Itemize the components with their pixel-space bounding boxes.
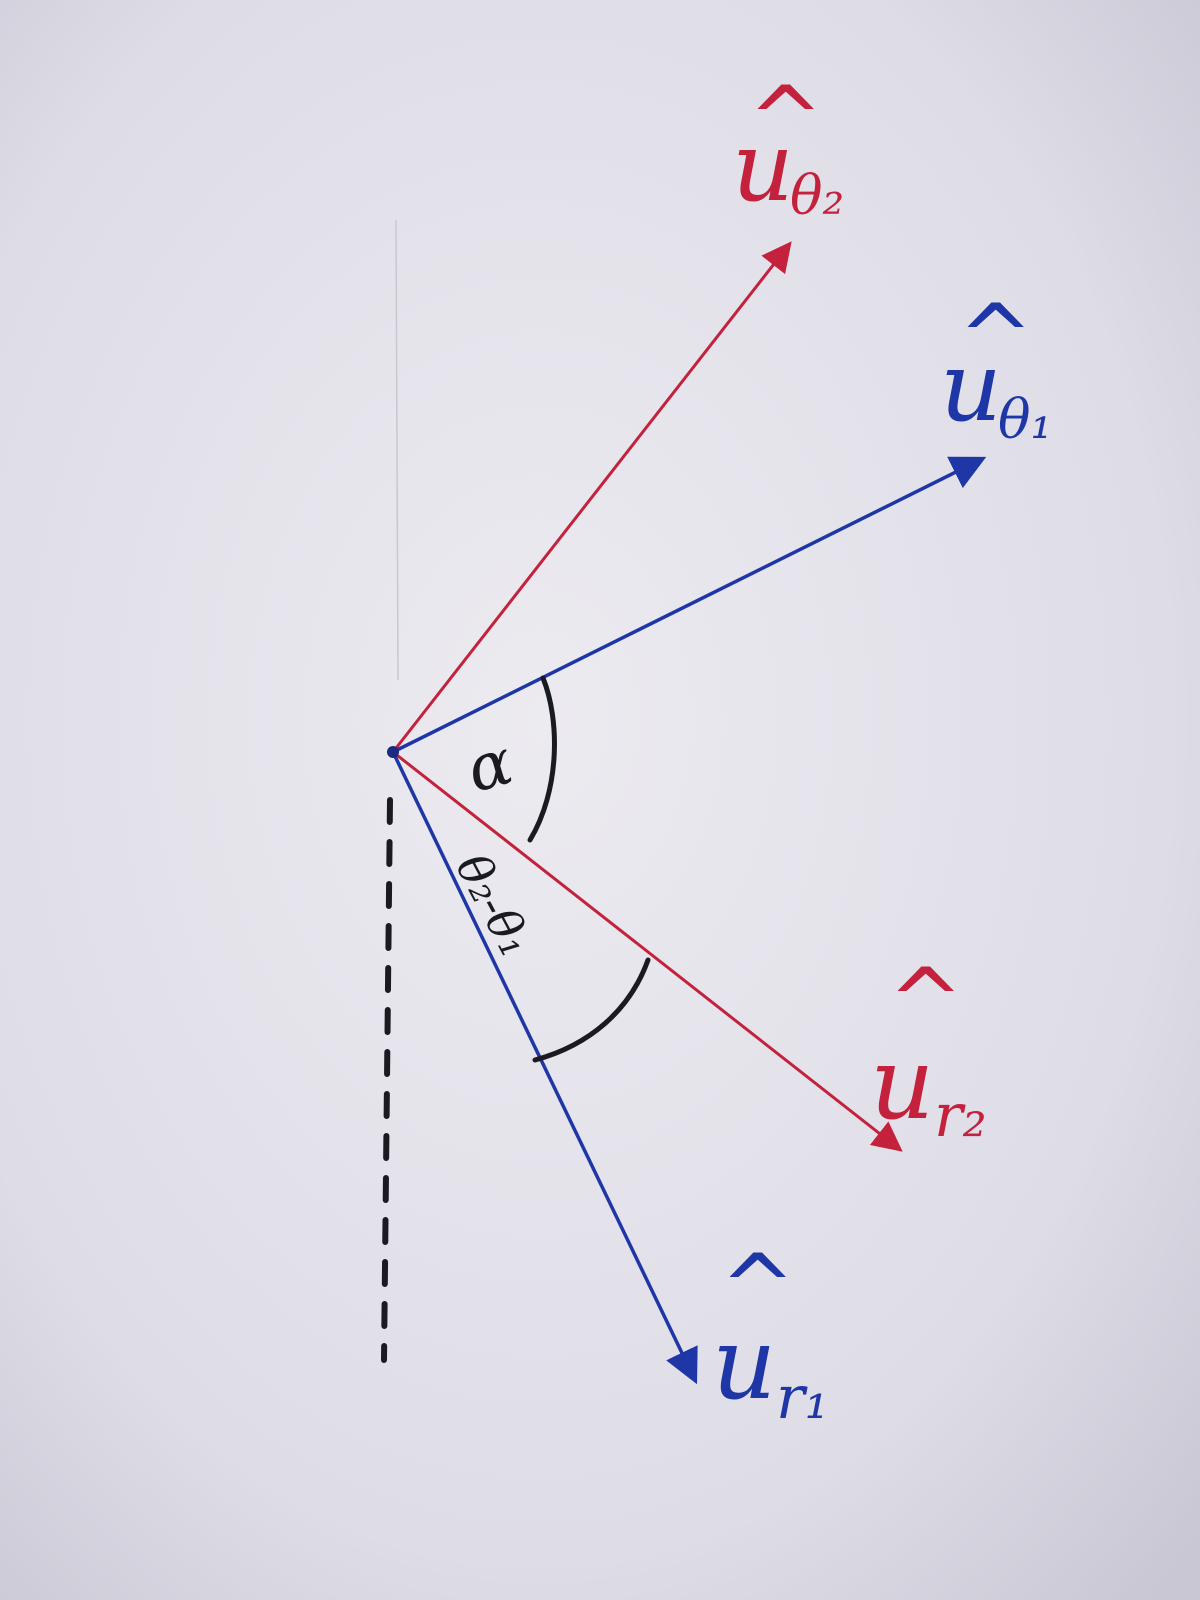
symbol-u-theta2: u (732, 111, 794, 223)
label-u-r1: ^ u r₁ (712, 1235, 829, 1433)
hat-u-r2: ^ (888, 949, 963, 1054)
subscript-u-r2: r₂ (934, 1081, 987, 1151)
angle-arc-alpha (527, 675, 557, 843)
paper-crease (395, 219, 399, 681)
vector-u-theta2 (391, 241, 792, 753)
subscript-u-theta2: θ₂ (790, 164, 844, 227)
origin-point (387, 746, 399, 758)
hat-u-theta1: ^ (958, 285, 1033, 390)
symbol-u-theta1: u (940, 331, 1002, 443)
vector-u-r1 (391, 751, 698, 1385)
label-u-theta2: ^ u θ₂ (732, 67, 844, 227)
subscript-u-r1: r₁ (776, 1363, 829, 1433)
vector-u-theta1 (392, 456, 987, 754)
hat-u-theta2: ^ (748, 67, 823, 172)
label-u-r2: ^ u r₂ (870, 949, 987, 1151)
subscript-u-theta1: θ₁ (998, 388, 1052, 451)
angle-arc-theta-diff (532, 957, 651, 1063)
vector-u-r2 (392, 750, 903, 1152)
hat-u-r1: ^ (720, 1235, 795, 1340)
symbol-u-r1: u (712, 1305, 776, 1422)
vertical-reference-line (381, 797, 393, 1363)
symbol-u-r2: u (870, 1025, 934, 1142)
label-u-theta1: ^ u θ₁ (940, 285, 1052, 451)
